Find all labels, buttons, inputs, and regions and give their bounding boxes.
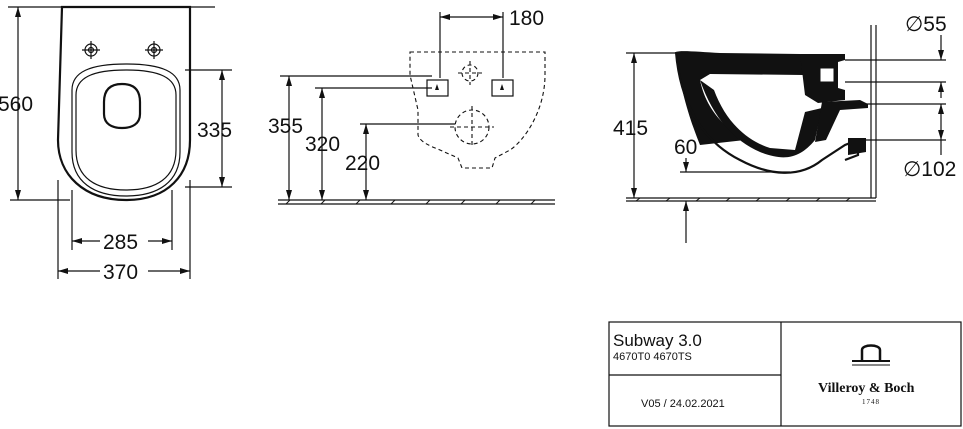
- brand-logo-text: Villeroy & Boch: [818, 381, 915, 396]
- bolt-spacing-180-label: 180: [509, 7, 544, 30]
- total-height-415-label: 415: [613, 117, 648, 140]
- height-560-label: 560: [0, 93, 33, 116]
- outer-width-370-label: 370: [103, 261, 138, 284]
- bolt-height-355-label: 355: [268, 115, 303, 138]
- offset-60-label: 60: [674, 136, 697, 159]
- brand-year: 1748: [862, 398, 880, 406]
- inner-width-285-label: 285: [103, 231, 138, 254]
- bolt-icon: [145, 41, 163, 59]
- rear-view: 180 355 320 220: [268, 7, 555, 205]
- bolt-icon: [82, 41, 100, 59]
- side-view: 415 60 ∅55 ∅102: [613, 13, 956, 243]
- inlet-height-320-label: 320: [305, 133, 340, 156]
- article-numbers: 4670T0 4670TS: [613, 351, 692, 363]
- title-block: Subway 3.0 4670T0 4670TS V05 / 24.02.202…: [608, 321, 962, 427]
- seat-height-335-label: 335: [197, 119, 232, 142]
- front-view: 560 335 285 370: [0, 5, 232, 284]
- outlet-diameter-102-label: ∅102: [903, 158, 956, 181]
- version-date: V05 / 24.02.2021: [641, 398, 725, 410]
- inlet-diameter-55-label: ∅55: [905, 13, 947, 36]
- product-name: Subway 3.0: [613, 331, 702, 350]
- outlet-height-220-label: 220: [345, 152, 380, 175]
- faucet-logo-icon: [852, 344, 890, 366]
